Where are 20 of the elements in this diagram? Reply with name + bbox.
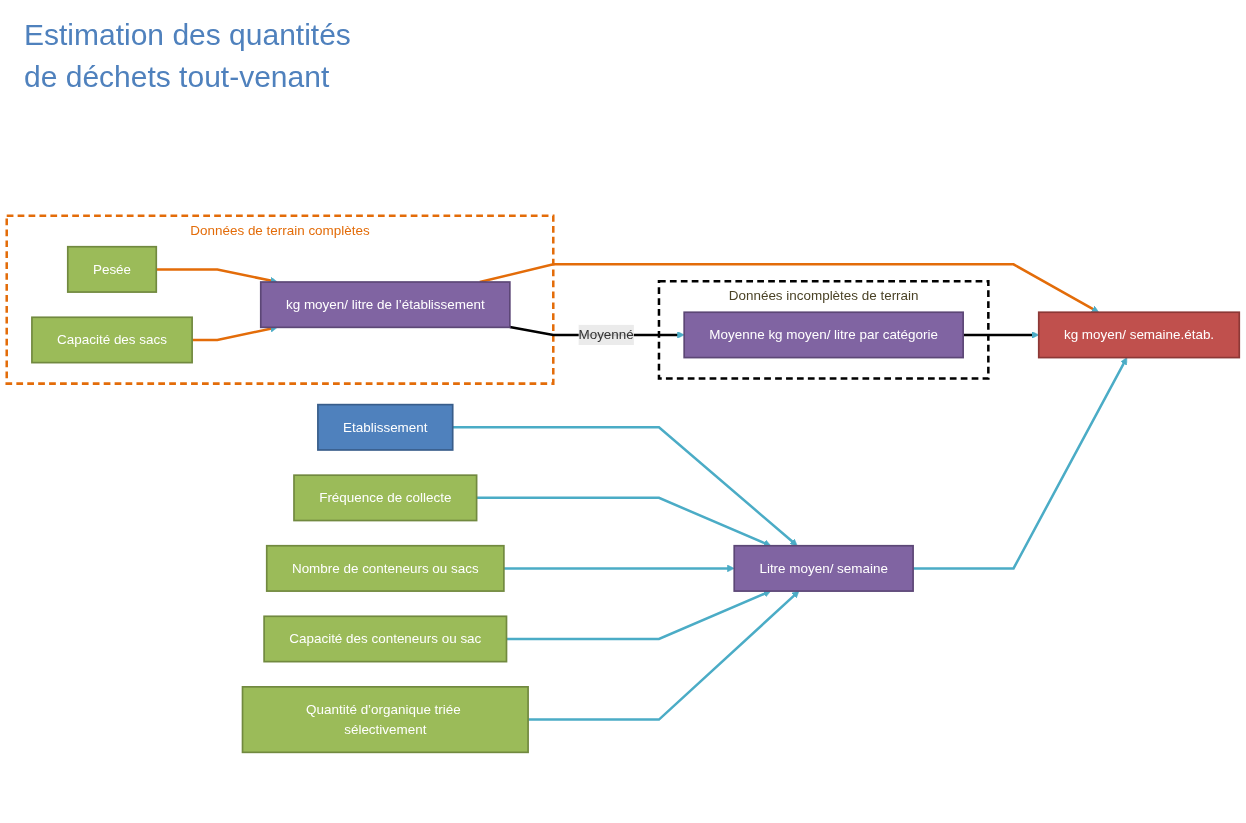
arrow [503, 564, 735, 573]
diagram-title: Estimation des quantités de déchets tout-venant [24, 17, 352, 95]
arrow [476, 496, 772, 547]
node-box: Quantité d’organique triée sélectivement [241, 686, 529, 754]
node-box: Pesée [66, 245, 158, 293]
node-box: Moyenne kg moyen/ litre par catégorie [683, 311, 964, 359]
node-box: kg moyen/ litre de l’établissement [259, 281, 511, 329]
arrow [479, 263, 1099, 313]
node-box: Litre moyen/ semaine [733, 544, 914, 592]
node-box: Nombre de conteneurs ou sacs [265, 544, 505, 592]
node-box: Etablissement [317, 403, 454, 451]
node-box: Capacité des conteneurs ou sac [263, 615, 508, 663]
node-box: kg moyen/ semaine.étab. [1037, 311, 1241, 359]
arrow [452, 426, 798, 547]
node-box: Fréquence de collecte [293, 474, 478, 522]
arrow [913, 357, 1128, 570]
arrow [528, 590, 800, 721]
arrow [506, 590, 772, 641]
edge-label: Moyenné [578, 327, 634, 342]
node-box: Capacité des sacs [31, 316, 193, 364]
